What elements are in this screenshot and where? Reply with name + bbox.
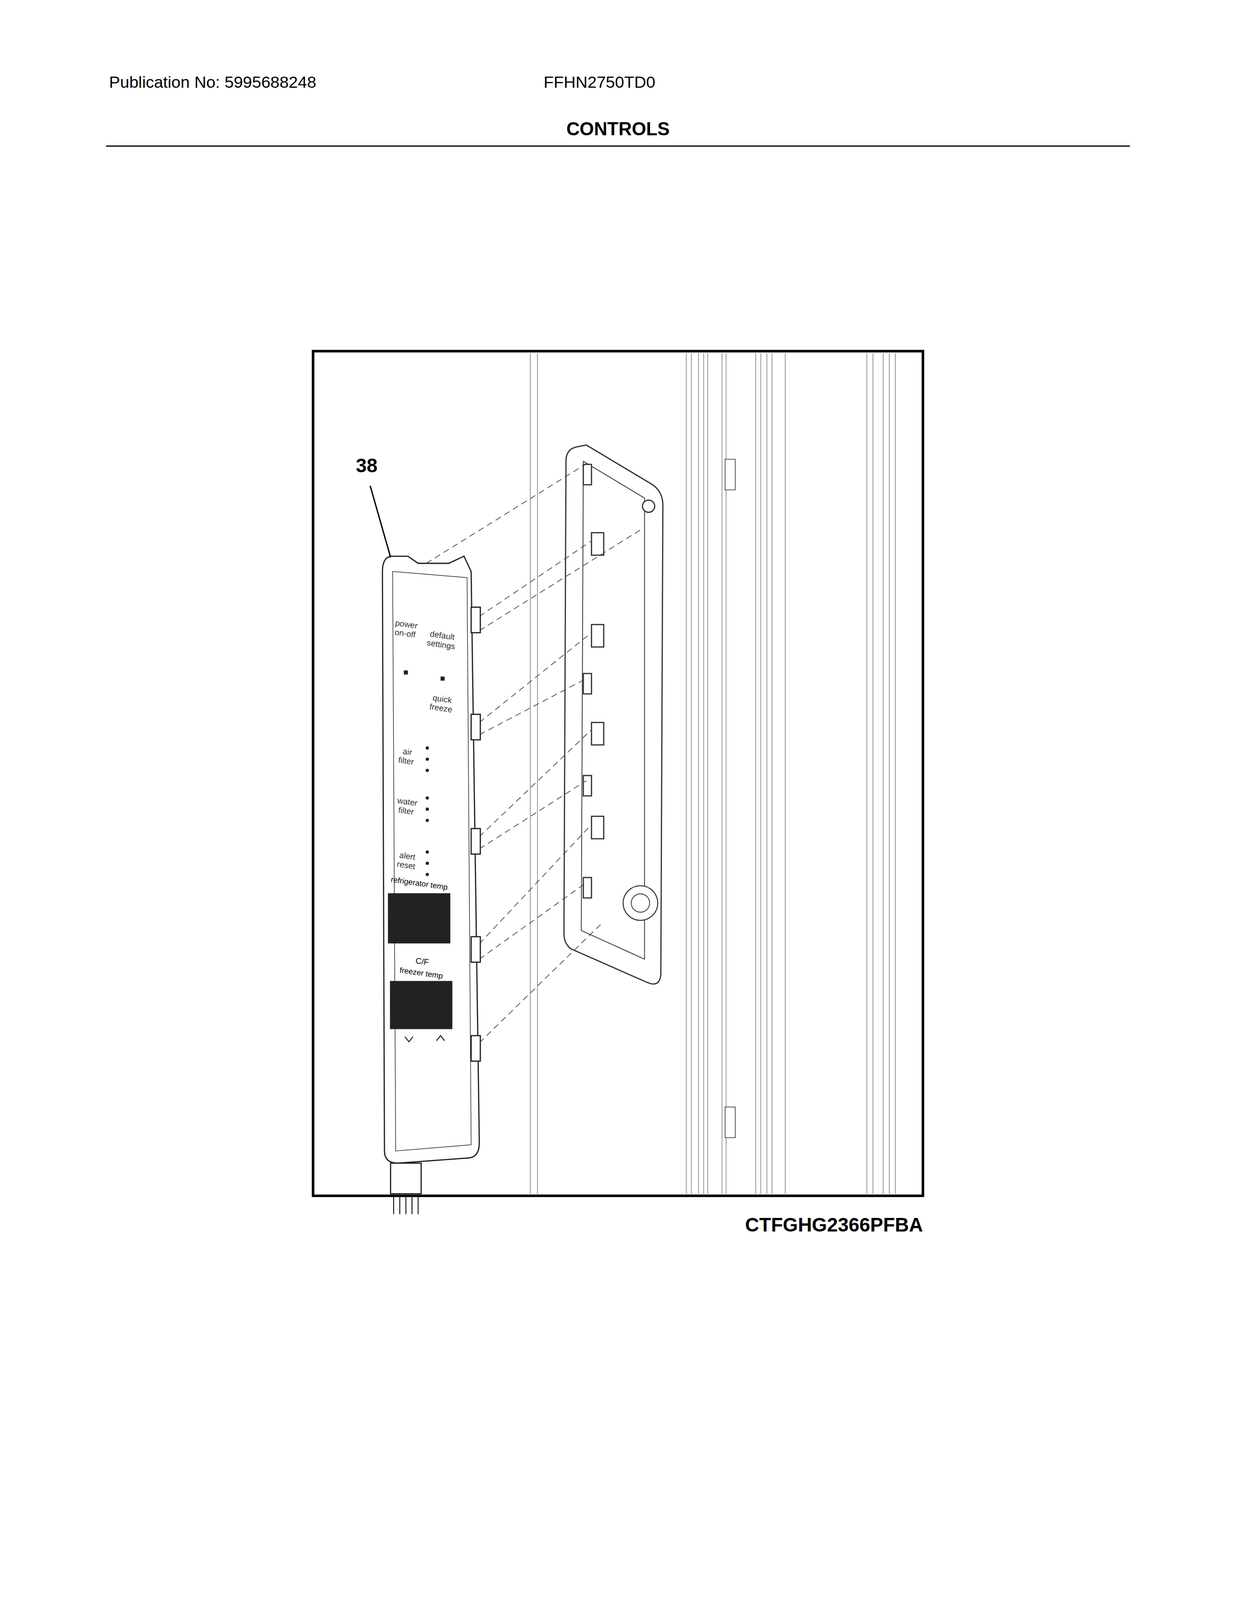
control-housing	[563, 444, 663, 984]
panel-label: air filter	[395, 746, 419, 768]
model-number: FFHN2750TD0	[543, 73, 656, 92]
panel-label: water filter	[393, 795, 421, 818]
publication-number: Publication No: 5995688248	[109, 73, 317, 92]
panel-label: alert reset	[395, 850, 419, 872]
frame	[313, 350, 923, 1196]
header-rule	[106, 145, 1130, 147]
panel-label: C/F	[414, 956, 430, 967]
callout-number: 38	[355, 454, 378, 476]
door-clips	[725, 459, 736, 1138]
leader-line	[370, 485, 391, 557]
door-edges	[530, 352, 896, 1194]
diagram-code: CTFGHG2366PFBA	[744, 1213, 923, 1236]
page-title: CONTROLS	[566, 119, 670, 140]
control-panel	[382, 555, 481, 1214]
